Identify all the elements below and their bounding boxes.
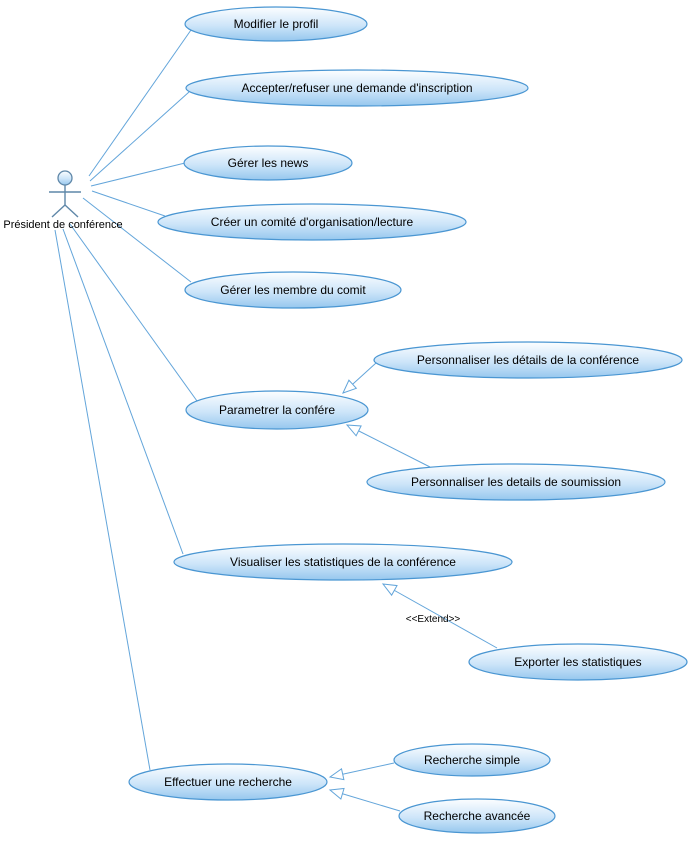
usecase-effectuer-une-recherche[interactable]: Effectuer une recherche	[128, 763, 328, 801]
hollow-triangle-arrowhead	[381, 583, 398, 597]
usecase-gerer-les-news[interactable]: Gérer les news	[183, 145, 353, 181]
usecase-ellipse[interactable]	[373, 341, 683, 379]
association-line-modifier-le-profil[interactable]	[88, 29, 192, 177]
extend-line-visualiser-statistiques-conference[interactable]	[382, 583, 498, 649]
usecase-ellipse[interactable]	[173, 543, 513, 581]
actor-leg-left	[51, 204, 66, 218]
usecase-ellipse[interactable]	[184, 6, 368, 42]
association-line-parametrer-la-confere[interactable]	[69, 223, 198, 402]
generalization-line-parametrer-la-confere[interactable]	[346, 424, 431, 468]
hollow-triangle-arrowhead	[328, 787, 345, 800]
usecase-label: Exporter les statistiques	[514, 655, 641, 669]
usecase-ellipse[interactable]	[185, 390, 369, 430]
usecase-personnaliser-details-soumission[interactable]: Personnaliser les details de soumission	[366, 463, 666, 501]
usecase-visualiser-statistiques-conference[interactable]: Visualiser les statistiques de la confér…	[173, 543, 513, 581]
usecase-label: Gérer les news	[228, 156, 309, 170]
usecase-gerer-les-membre-du-comit[interactable]: Gérer les membre du comit	[184, 271, 402, 309]
usecase-modifier-le-profil[interactable]: Modifier le profil	[184, 6, 368, 42]
usecase-creer-comite-organisation-lecture[interactable]: Créer un comité d'organisation/lecture	[157, 203, 467, 241]
association-line-accepter-refuser-demande-inscription[interactable]	[89, 91, 190, 182]
association-line-visualiser-statistiques-conference[interactable]	[62, 228, 184, 555]
association-line-gerer-les-news[interactable]	[90, 162, 186, 187]
usecase-label: Recherche avancée	[424, 809, 531, 823]
usecase-recherche-simple[interactable]: Recherche simple	[393, 743, 551, 777]
association-line-creer-comite-organisation-lecture[interactable]	[91, 190, 166, 217]
usecase-ellipse[interactable]	[366, 463, 666, 501]
actor-leg-right	[64, 204, 79, 218]
usecase-ellipse[interactable]	[398, 798, 556, 834]
usecase-ellipse[interactable]	[128, 763, 328, 801]
usecase-ellipse[interactable]	[185, 69, 529, 107]
hollow-triangle-arrowhead	[328, 768, 345, 781]
hollow-triangle-arrowhead	[345, 424, 362, 437]
association-line-gerer-les-membre-du-comit[interactable]	[82, 197, 192, 283]
actor-head	[57, 170, 73, 186]
usecase-label: Gérer les membre du comit	[220, 283, 366, 297]
usecase-label: Créer un comité d'organisation/lecture	[211, 215, 414, 229]
usecase-accepter-refuser-demande-inscription[interactable]: Accepter/refuser une demande d'inscripti…	[185, 69, 529, 107]
usecase-ellipse[interactable]	[468, 643, 688, 681]
usecase-label: Accepter/refuser une demande d'inscripti…	[241, 81, 472, 95]
usecase-personnaliser-details-conference[interactable]: Personnaliser les détails de la conféren…	[373, 341, 683, 379]
usecase-recherche-avancee[interactable]: Recherche avancée	[398, 798, 556, 834]
usecase-ellipse[interactable]	[183, 145, 353, 181]
hollow-triangle-arrowhead	[342, 379, 358, 394]
usecase-exporter-les-statistiques[interactable]: Exporter les statistiques	[468, 643, 688, 681]
edges-layer: <<Extend>>	[54, 29, 498, 812]
extend-label: <<Extend>>	[406, 614, 461, 625]
usecase-label: Visualiser les statistiques de la confér…	[230, 555, 456, 569]
usecase-ellipse[interactable]	[184, 271, 402, 309]
association-line-effectuer-une-recherche[interactable]	[54, 229, 151, 771]
usecase-label: Personnaliser les details de soumission	[411, 475, 621, 489]
usecase-label: Recherche simple	[424, 753, 520, 767]
usecase-label: Personnaliser les détails de la conféren…	[417, 353, 639, 367]
usecase-label: Parametrer la confére	[219, 403, 335, 417]
usecase-label: Modifier le profil	[234, 17, 319, 31]
usecase-parametrer-la-confere[interactable]: Parametrer la confére	[185, 390, 369, 430]
usecase-ellipse[interactable]	[157, 203, 467, 241]
usecase-ellipse[interactable]	[393, 743, 551, 777]
usecase-label: Effectuer une recherche	[164, 775, 292, 789]
actor-label: Président de conférence	[3, 219, 122, 231]
actor-president-de-conference[interactable]: Président de conférence	[3, 170, 123, 231]
